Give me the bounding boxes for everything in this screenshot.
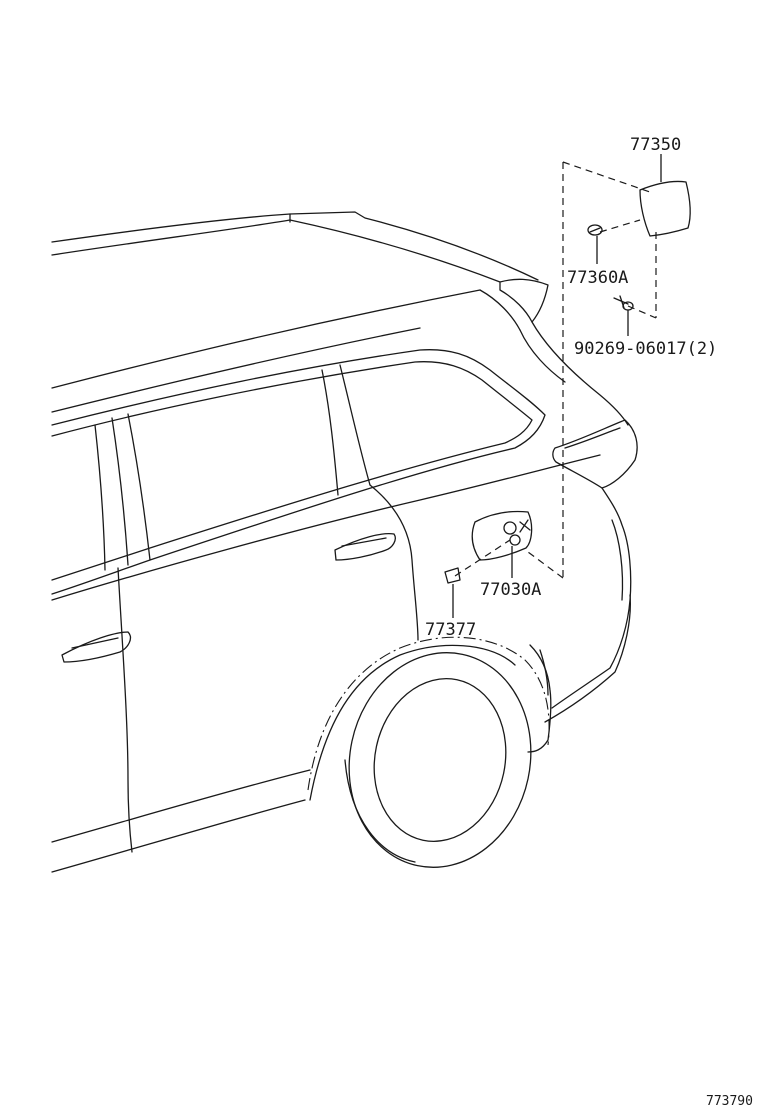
leader-lines <box>452 154 662 618</box>
part-label-77377[interactable]: 77377 <box>425 620 476 640</box>
part-label-77350[interactable]: 77350 <box>630 135 681 155</box>
vehicle-body <box>51 211 638 873</box>
part-fuel-lid-77350 <box>639 180 691 237</box>
part-label-77360a[interactable]: 77360A <box>567 268 628 288</box>
part-label-77030a[interactable]: 77030A <box>480 580 541 600</box>
exploded-view-frame <box>454 161 657 579</box>
rear-wheel <box>307 636 550 868</box>
part-screw-90269 <box>613 295 634 311</box>
part-hinge-77360a <box>587 224 603 236</box>
fuel-lid-on-body <box>444 510 533 584</box>
figure-reference: 773790 <box>706 1094 753 1109</box>
part-labels: 77350 77360A 90269-06017(2) 77030A 77377 <box>425 135 717 640</box>
part-label-90269-06017[interactable]: 90269-06017(2) <box>574 339 717 359</box>
